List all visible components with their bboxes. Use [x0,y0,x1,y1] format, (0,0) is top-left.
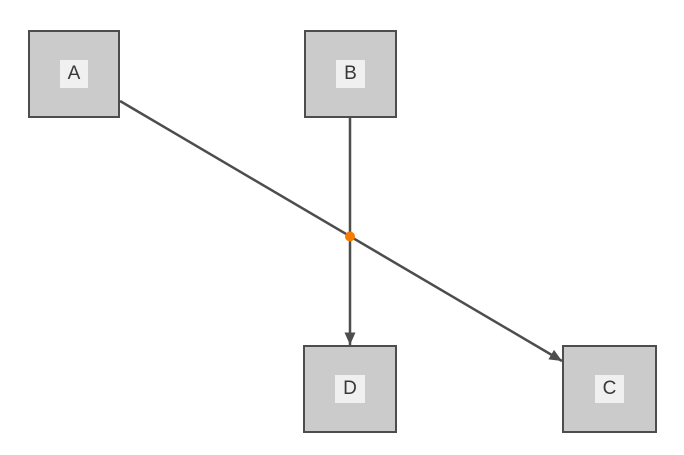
node-c-label: C [594,375,625,403]
node-d-label: D [335,375,365,403]
node-b[interactable]: B [304,30,397,118]
edge-crossing-dot[interactable] [345,231,355,242]
node-a-label: A [59,60,89,88]
node-c[interactable]: C [562,345,657,433]
node-d[interactable]: D [303,345,397,433]
node-a[interactable]: A [28,30,120,118]
node-b-label: B [336,60,365,88]
edge-a-to-c[interactable] [119,99,563,363]
